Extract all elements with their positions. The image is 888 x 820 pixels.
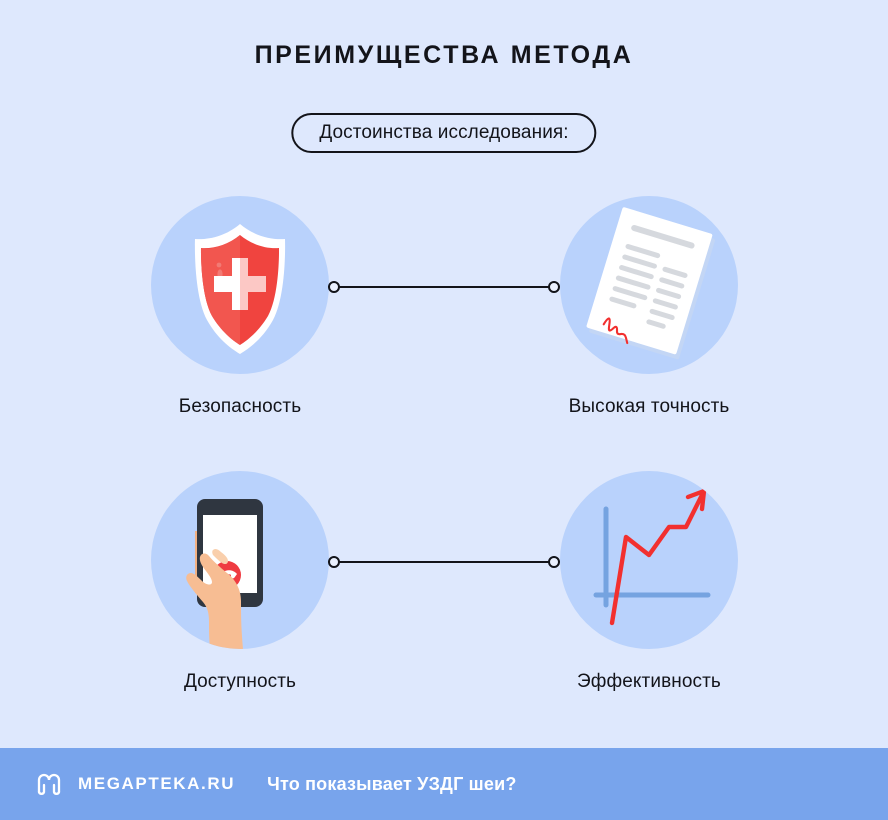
icon-circle	[560, 471, 738, 649]
benefit-label: Эффективность	[577, 671, 721, 692]
connector-node-right	[548, 281, 560, 293]
connector-node-left	[328, 281, 340, 293]
benefit-item-safety: Безопасность	[90, 196, 390, 418]
connector-node-right	[548, 556, 560, 568]
connector-line-1	[328, 281, 560, 293]
connector-line-2	[328, 556, 560, 568]
hand-holding-phone-icon	[186, 499, 263, 649]
shield-cross-icon	[194, 224, 286, 354]
signed-document-icon	[586, 207, 715, 360]
icon-circle	[560, 196, 738, 374]
connector-node-left	[328, 556, 340, 568]
subtitle-badge-label: Достоинства исследования:	[319, 122, 569, 143]
megapteka-m-logo-icon	[37, 773, 61, 796]
benefit-item-effectiveness: Эффективность	[499, 471, 799, 693]
benefit-item-accuracy: Высокая точность	[499, 196, 799, 418]
footer-brand: MEGAPTEKA.RU	[78, 774, 236, 793]
connector-bar	[334, 561, 554, 563]
growth-chart-icon	[593, 488, 711, 626]
benefit-label: Высокая точность	[568, 396, 730, 417]
footer-caption: Что показывает УЗДГ шеи?	[267, 773, 517, 794]
footer-bar: MEGAPTEKA.RU Что показывает УЗДГ шеи?	[0, 748, 888, 820]
subtitle-badge: Достоинства исследования:	[291, 113, 597, 153]
benefit-item-availability: Доступность	[90, 471, 390, 693]
benefits-row-2: Доступность Эффективность	[0, 471, 888, 746]
page-title: ПРЕИМУЩЕСТВА МЕТОДА	[254, 41, 634, 69]
icon-circle	[151, 196, 329, 374]
icon-circle	[151, 471, 329, 649]
benefits-grid: Безопасность	[0, 196, 888, 746]
connector-bar	[334, 286, 554, 288]
benefit-label: Безопасность	[178, 396, 302, 417]
benefit-label: Доступность	[183, 671, 297, 692]
benefits-row-1: Безопасность	[0, 196, 888, 471]
